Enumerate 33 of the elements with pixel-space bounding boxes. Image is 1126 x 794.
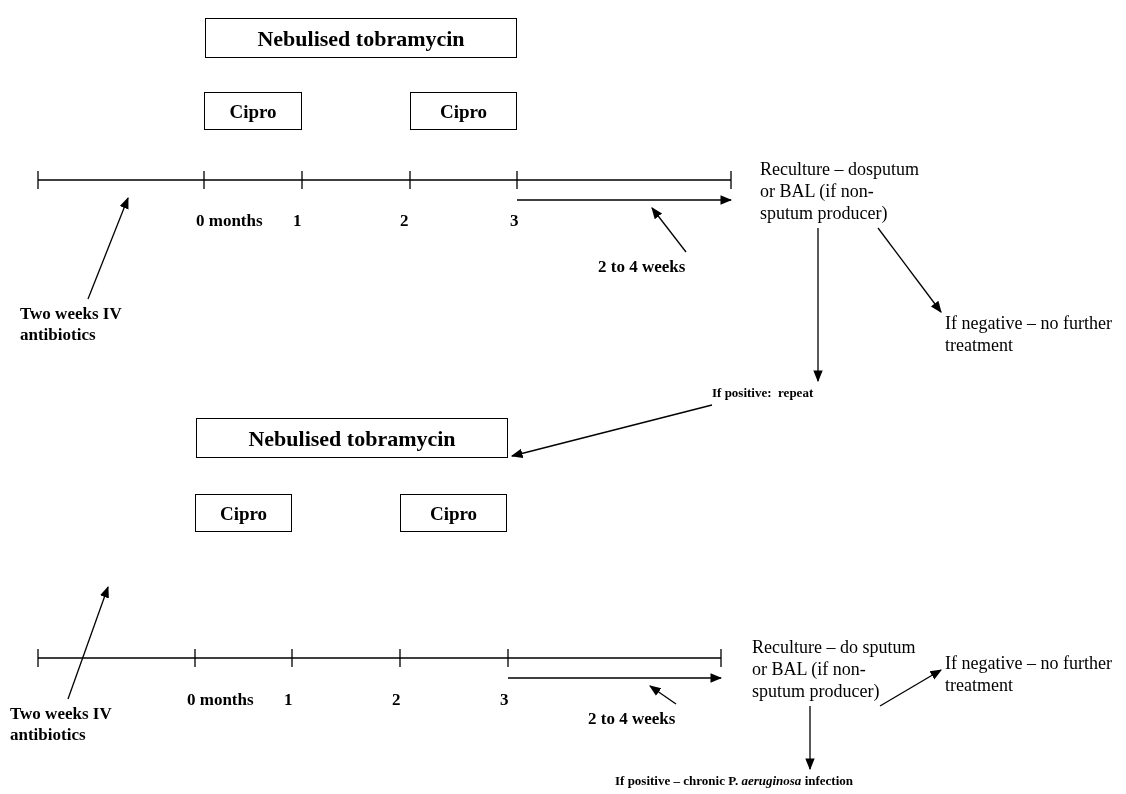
note-text: 2 to 4 weeks — [598, 256, 758, 277]
leader-line — [67, 585, 109, 700]
treatment-box: Cipro — [204, 92, 302, 130]
note-text: Two weeks IV antibiotics — [10, 703, 170, 745]
treatment-box: Cipro — [410, 92, 517, 130]
tick-label: 0 months — [187, 690, 254, 710]
tick-label: 1 — [293, 211, 302, 231]
treatment-box: Cipro — [400, 494, 507, 532]
note-text: Two weeks IV antibiotics — [20, 303, 180, 345]
leader-line — [87, 196, 129, 300]
note-text: If positive – chronic P. aeruginosa infection — [615, 773, 1015, 789]
arrow — [510, 404, 713, 458]
tick-label: 2 — [392, 690, 401, 710]
arrow — [805, 705, 815, 771]
arrow — [877, 227, 942, 313]
treatment-box: Nebulised tobramycin — [196, 418, 508, 458]
note-text: Reculture – dosputum or BAL (if non-sputum producer) — [760, 158, 925, 224]
tick-label: 2 — [400, 211, 409, 231]
note-text: 2 to 4 weeks — [588, 708, 748, 729]
treatment-box: Nebulised tobramycin — [205, 18, 517, 58]
tick-label: 3 — [510, 211, 519, 231]
arrow — [879, 669, 942, 707]
tick-label: 3 — [500, 690, 509, 710]
note-text: If negative – no further treatment — [945, 652, 1125, 696]
note-text: If negative – no further treatment — [945, 312, 1125, 356]
note-text: Reculture – do sputum or BAL (if non-sputum producer) — [752, 636, 917, 702]
arrow — [813, 227, 823, 383]
leader-line — [651, 207, 687, 253]
tick-label: 1 — [284, 690, 293, 710]
tick-label: 0 months — [196, 211, 263, 231]
treatment-box: Cipro — [195, 494, 292, 532]
note-text: If positive: repeat — [712, 385, 912, 401]
leader-line — [649, 685, 677, 705]
